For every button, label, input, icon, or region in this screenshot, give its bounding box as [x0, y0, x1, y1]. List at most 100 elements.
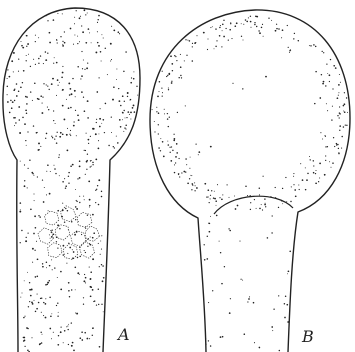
panel-b-neck-arc	[214, 196, 293, 214]
stipple-dot	[90, 271, 92, 273]
stipple-dot	[245, 185, 247, 187]
stipple-dot	[72, 249, 73, 250]
stipple-dot	[71, 345, 73, 347]
stipple-dot	[79, 17, 81, 19]
stipple-dot	[32, 262, 33, 263]
stipple-dot	[89, 205, 90, 206]
stipple-dot	[53, 19, 55, 21]
stipple-dot	[90, 166, 91, 167]
stipple-dot	[61, 327, 62, 328]
stipple-dot	[204, 259, 206, 261]
stipple-dot	[320, 132, 321, 133]
stipple-dot	[26, 97, 27, 98]
stipple-dot	[58, 157, 59, 158]
stipple-dot	[81, 339, 83, 341]
stipple-dot	[338, 95, 339, 96]
stipple-dot	[268, 18, 269, 19]
stipple-dot	[24, 123, 26, 125]
stipple-dot	[136, 86, 137, 87]
stipple-dot	[345, 125, 346, 126]
stipple-dot	[167, 113, 168, 114]
stipple-dot	[64, 221, 65, 222]
stipple-dot	[45, 138, 46, 139]
stipple-dot	[306, 179, 308, 181]
stipple-dot	[45, 298, 46, 299]
stipple-dot	[118, 31, 120, 33]
stipple-dot	[102, 280, 104, 282]
stipple-dot	[19, 211, 21, 213]
stipple-dot	[329, 81, 330, 82]
stipple-dot	[293, 184, 294, 185]
stipple-dot	[98, 45, 100, 47]
stipple-dot	[344, 103, 346, 105]
stipple-dot	[216, 40, 217, 41]
stipple-dot	[219, 27, 220, 28]
stipple-dot	[59, 154, 60, 155]
stipple-dot	[85, 226, 86, 227]
stipple-dot	[35, 311, 37, 313]
stipple-dot	[43, 201, 45, 203]
stipple-dot	[330, 59, 331, 60]
stipple-dot	[42, 179, 43, 180]
stipple-dot	[63, 342, 64, 343]
stipple-dot	[170, 55, 172, 57]
stipple-dot	[125, 51, 127, 53]
stipple-dot	[65, 208, 66, 209]
stipple-dot	[87, 246, 88, 247]
stipple-dot	[49, 32, 51, 34]
stipple-dot	[40, 332, 41, 333]
stipple-dot	[22, 47, 24, 49]
stipple-dot	[235, 208, 237, 210]
stipple-dot	[287, 25, 288, 26]
stipple-dot	[195, 143, 196, 144]
stipple-dot	[217, 184, 218, 185]
stipple-dot	[43, 83, 44, 84]
stipple-dot	[241, 279, 242, 280]
stipple-dot	[231, 38, 232, 39]
stipple-dot	[40, 55, 41, 56]
stipple-dot	[339, 112, 340, 113]
stipple-dot	[273, 308, 274, 309]
stipple-dot	[40, 298, 41, 299]
stipple-dot	[59, 175, 60, 176]
stipple-dot	[47, 284, 48, 285]
stipple-dot	[186, 164, 187, 165]
stipple-dot	[91, 42, 92, 43]
stipple-dot	[331, 119, 332, 120]
stipple-dot	[51, 236, 53, 238]
stipple-dot	[63, 245, 65, 247]
stipple-dot	[282, 203, 283, 204]
stipple-dot	[293, 38, 294, 39]
stipple-dot	[344, 92, 345, 93]
panel-a-outline	[3, 8, 140, 352]
stipple-dot	[89, 207, 90, 208]
stipple-dot	[344, 111, 346, 113]
stipple-dot	[26, 112, 28, 114]
stipple-dot	[101, 249, 102, 250]
stipple-dot	[7, 94, 8, 95]
stipple-dot	[75, 96, 76, 97]
stipple-dot	[220, 252, 221, 253]
stipple-dot	[210, 146, 212, 148]
stipple-dot	[286, 201, 287, 202]
stipple-dot	[77, 178, 78, 179]
stipple-dot	[242, 88, 243, 89]
stipple-dot	[250, 202, 251, 203]
stipple-dot	[59, 228, 60, 229]
cell-outline	[48, 243, 63, 258]
stipple-dot	[23, 340, 25, 342]
stipple-dot	[95, 190, 96, 191]
stipple-dot	[185, 158, 187, 160]
stipple-dot	[86, 162, 87, 163]
stipple-dot	[221, 198, 223, 200]
stipple-dot	[77, 257, 78, 258]
stipple-dot	[245, 19, 247, 21]
stipple-dot	[70, 135, 71, 136]
stipple-dot	[30, 209, 32, 211]
stipple-dot	[232, 83, 233, 84]
stipple-dot	[60, 331, 62, 333]
stipple-dot	[93, 301, 94, 302]
stipple-dot	[189, 168, 190, 169]
stipple-dot	[84, 150, 85, 151]
